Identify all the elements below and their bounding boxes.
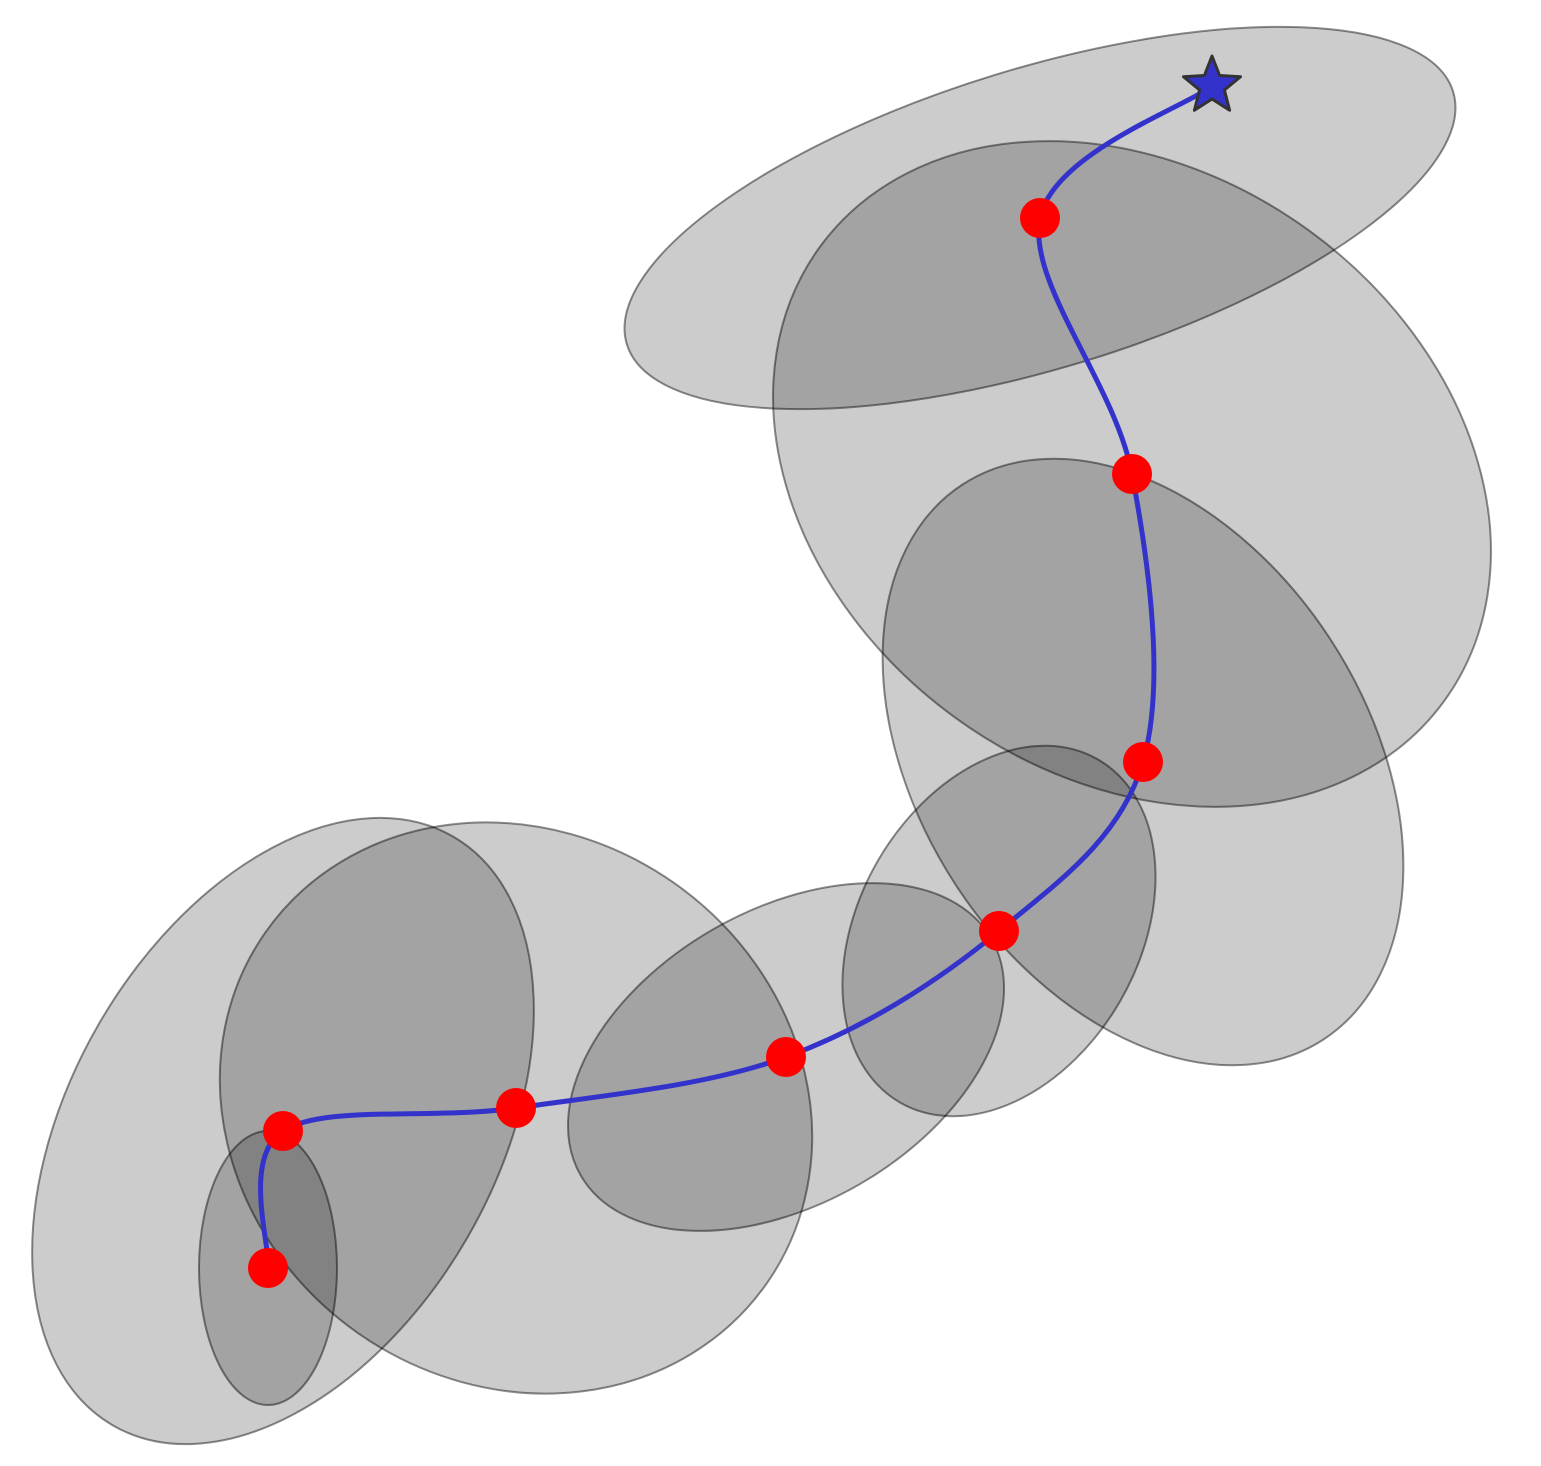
waypoint-7 (1112, 454, 1152, 494)
waypoint-8 (1020, 198, 1060, 238)
goal-layer (1182, 54, 1242, 112)
trajectory-path (258, 83, 1215, 1271)
waypoint-4 (766, 1037, 806, 1077)
goal-star-icon (1182, 54, 1242, 112)
waypoint-3 (496, 1088, 536, 1128)
waypoint-5 (979, 911, 1019, 951)
waypoint-1 (248, 1248, 288, 1288)
waypoint-2 (263, 1111, 303, 1151)
waypoint-layer (248, 198, 1163, 1288)
waypoint-6 (1123, 742, 1163, 782)
trajectory-path-layer (258, 83, 1215, 1271)
